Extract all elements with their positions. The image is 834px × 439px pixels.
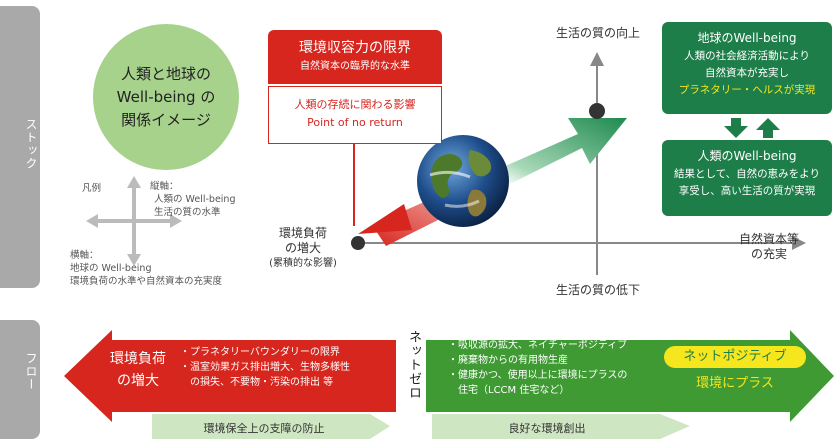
green-bullet-2: ・廃棄物からの有用物生産: [448, 355, 568, 366]
point-of-no-return-box: 人類の存続に関わる影響 Point of no return: [268, 86, 442, 144]
horizontal-axis-arrowhead: [792, 236, 806, 250]
earth-wellbeing-box: 地球のWell-being 人類の社会経済活動により 自然資本が充実し プラネタ…: [662, 22, 832, 114]
prevention-arrow: [152, 414, 390, 439]
axis-left-line-2: の増大: [284, 241, 321, 255]
legend-vertical-line-1: 人類の Well-being: [154, 194, 236, 205]
red-flow-arrow: [64, 330, 396, 422]
green-bullet-3: ・健康かつ、使用以上に環境にプラスの: [448, 370, 628, 381]
quadrant-diagram: [351, 52, 806, 275]
down-arrow-icon: [724, 118, 748, 138]
axis-left-label: 環境負荷 の増大 (累積的な影響): [258, 226, 348, 271]
red-bullet-1: ・プラネタリーバウンダリーの限界: [180, 347, 340, 358]
legend-horizontal-line-2: 環境負荷の水準や自然資本の充実度: [70, 276, 223, 287]
red-flow-title-line-1: 環境負荷: [110, 351, 166, 367]
human-box-line-2: 享受し、高い生活の質が実現: [678, 185, 816, 197]
earth-box-line-1: 人類の社会経済活動により: [684, 50, 810, 62]
axis-bottom-label: 生活の質の低下: [555, 283, 640, 297]
stock-label: ストック: [24, 118, 38, 170]
green-bullet-1: ・吸収源の拡大、ネイチャーポジティブ: [448, 340, 628, 351]
axis-right-line-2: の充実: [750, 247, 787, 261]
capacity-title: 環境収容力の限界: [299, 40, 411, 56]
legend-label: 凡例: [82, 183, 102, 194]
title-line-3: 関係イメージ: [121, 110, 211, 129]
env-plus-label: 環境にプラス: [696, 376, 774, 391]
axis-right-line-1: 自然資本等: [738, 232, 799, 246]
red-flow-title-line-2: の増大: [117, 373, 159, 389]
legend-horizontal-line-1: 地球の Well-being: [70, 263, 152, 274]
flow-label: フロー: [24, 352, 38, 391]
legend-cross-icon: [86, 176, 182, 266]
creation-label: 良好な環境創出: [508, 422, 586, 435]
red-flow-title: 環境負荷 の増大: [98, 348, 178, 392]
impact-line-1: 人類の存続に関わる影響: [294, 98, 416, 111]
capacity-subtitle: 自然資本の臨界的な水準: [300, 61, 410, 72]
up-arrow-icon: [756, 118, 780, 138]
legend-vertical-title: 縦軸：: [150, 181, 179, 192]
stock-side-bar: [0, 6, 40, 288]
legend-vertical: 縦軸： 人類の Well-being 生活の質の水準: [150, 180, 235, 219]
title-line-1: 人類と地球の: [120, 64, 211, 83]
earth-box-highlight: プラネタリー・ヘルスが実現: [678, 84, 816, 96]
earth-box-line-2: 自然資本が充実し: [705, 67, 789, 79]
prevention-label: 環境保全上の支障の防止: [203, 422, 325, 435]
axis-right-label: 自然資本等 の充実: [724, 232, 814, 262]
legend-vertical-line-2: 生活の質の水準: [154, 207, 221, 218]
human-box-line-1: 結果として、自然の恵みをより: [674, 168, 820, 180]
vertical-axis-arrowhead: [590, 52, 604, 66]
human-wellbeing-box: 人類のWell-being 結果として、自然の恵みをより 享受し、高い生活の質が…: [662, 140, 832, 216]
axis-left-line-1: 環境負荷: [278, 226, 327, 240]
net-positive-badge: ネットポジティブ: [664, 346, 806, 368]
green-bullet-4: 住宅（LCCM 住宅など）: [448, 385, 570, 396]
human-box-title: 人類のWell-being: [697, 149, 797, 163]
legend-horizontal: 横軸： 地球の Well-being 環境負荷の水準や自然資本の充実度: [70, 249, 222, 288]
earth-box-title: 地球のWell-being: [697, 31, 797, 45]
earth-icon: [417, 135, 509, 227]
legend-horizontal-title: 横軸：: [70, 250, 99, 261]
impact-line-2: Point of no return: [307, 116, 403, 129]
flow-side-bar: [0, 320, 40, 439]
red-bullet-3: の損失、不要物・汚染の排出 等: [180, 377, 334, 388]
net-zero-label: ネットゼロ: [406, 330, 421, 400]
upper-point: [589, 103, 605, 119]
lower-point: [351, 236, 365, 250]
red-flow-bullets: ・プラネタリーバウンダリーの限界 ・温室効果ガス排出増大、生物多様性 の損失、不…: [180, 345, 390, 390]
creation-arrow: [432, 414, 690, 439]
green-flow-bullets: ・吸収源の拡大、ネイチャーポジティブ ・廃棄物からの有用物生産 ・健康かつ、使用…: [448, 338, 658, 398]
title-line-2: Well-being の: [116, 87, 216, 106]
title-circle: 人類と地球の Well-being の 関係イメージ: [93, 24, 239, 170]
red-bullet-2: ・温室効果ガス排出増大、生物多様性: [180, 362, 350, 373]
axis-top-label: 生活の質の向上: [555, 26, 640, 40]
capacity-limit-box: 環境収容力の限界 自然資本の臨界的な水準: [268, 30, 442, 84]
axis-left-line-3: (累積的な影響): [269, 258, 337, 269]
red-arrowhead: [358, 204, 412, 234]
